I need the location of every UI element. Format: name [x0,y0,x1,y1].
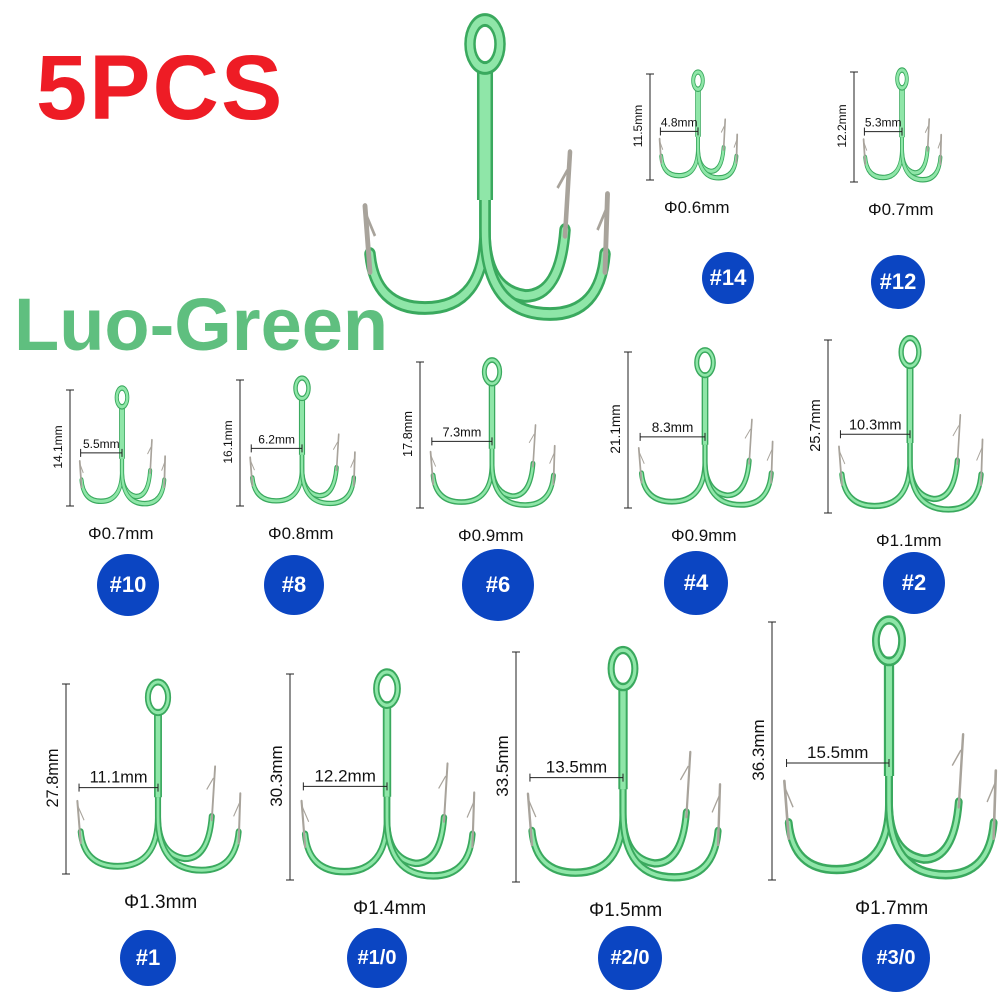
height-measurement-label: 27.8mm [44,748,62,807]
gap-dimension-line [639,432,706,441]
treble-hook-image: 11.1mm 27.8mm [44,678,242,875]
hook-size-badge: #14 [702,252,754,304]
height-measurement-label: 12.2mm [835,104,849,147]
height-dimension-line [624,351,632,509]
treble-hook-image: 6.2mm 16.1mm [221,375,357,507]
gap-dimension-line [659,127,699,136]
gap-dimension-line [786,759,890,767]
height-measurement-label: 36.3mm [749,719,768,780]
treble-hook-image: 15.5mm 36.3mm [749,615,998,881]
height-measurement-label: 11.5mm [631,105,645,147]
gap-dimension-line [250,444,303,453]
gap-measurement-label: 12.2mm [314,766,375,785]
treble-hook-image: 13.5mm 33.5mm [493,645,722,883]
wire-diameter-label: Φ1.1mm [876,531,942,550]
subtitle-luo-green: Luo-Green [14,283,389,366]
hook-size-badge: #8 [264,555,324,615]
gap-measurement-label: 10.3mm [849,417,902,433]
treble-hook-image: 5.5mm 14.1mm [51,385,167,507]
hook-size-badge: #1 [120,930,176,986]
height-dimension-line [286,673,294,881]
gap-measurement-label: 11.1mm [90,769,148,787]
hook-size-badge: #4 [664,551,728,615]
gap-dimension-line [302,782,388,791]
treble-hook-image: 8.3mm 21.1mm [608,347,774,509]
wire-diameter-label: Φ1.5mm [589,900,663,921]
gap-measurement-label: 7.3mm [442,424,481,439]
height-dimension-line [824,339,832,514]
height-dimension-line [416,361,424,509]
height-dimension-line [62,683,70,875]
treble-hook-image: 5.3mm 12.2mm [835,67,943,183]
gap-dimension-line [78,783,159,792]
wire-diameter-label: Φ0.6mm [664,198,730,217]
gap-measurement-label: 8.3mm [652,420,694,435]
gap-dimension-line [431,437,493,446]
headline-5pcs: 5PCS [36,37,285,139]
treble-hook-image: 10.3mm 25.7mm [808,334,984,514]
height-measurement-label: 33.5mm [493,735,512,796]
height-dimension-line [66,389,74,507]
hook-size-badge: #3/0 [862,924,930,992]
hook-size-badge: #2/0 [598,926,662,990]
hero-hook-drawing [362,13,611,321]
treble-hook-image: 12.2mm 30.3mm [267,668,476,881]
gap-dimension-line [863,127,903,136]
height-measurement-label: 21.1mm [608,404,623,453]
hook-size-badge: #1/0 [347,928,407,988]
height-measurement-label: 25.7mm [808,399,824,452]
wire-diameter-label: Φ0.7mm [868,200,934,219]
wire-diameter-label: Φ1.7mm [855,898,929,919]
gap-measurement-label: 5.3mm [865,116,902,130]
gap-measurement-label: 5.5mm [83,437,120,451]
height-dimension-line [646,73,654,181]
gap-measurement-label: 6.2mm [258,432,295,446]
gap-dimension-line [839,430,911,439]
wire-diameter-label: Φ0.9mm [671,526,737,545]
gap-measurement-label: 4.8mm [661,115,698,129]
wire-diameter-label: Φ1.4mm [353,898,427,919]
wire-diameter-label: Φ0.7mm [88,524,154,543]
hook-size-badge: #10 [97,554,159,616]
height-dimension-line [236,379,244,507]
hook-size-badge: #6 [462,549,534,621]
wire-diameter-label: Φ1.3mm [124,892,198,913]
treble-hook-image: 7.3mm 17.8mm [400,357,556,509]
wire-diameter-label: Φ0.9mm [458,526,524,545]
gap-measurement-label: 15.5mm [807,743,868,762]
height-dimension-line [512,651,520,883]
treble-hook-image: 4.8mm 11.5mm [631,69,739,181]
wire-diameter-label: Φ0.8mm [268,524,334,543]
gap-measurement-label: 13.5mm [546,758,607,777]
hook-size-badge: #2 [883,552,945,614]
gap-dimension-line [80,448,123,457]
height-dimension-line [768,621,776,881]
height-measurement-label: 17.8mm [400,411,415,457]
height-measurement-label: 14.1mm [51,425,65,468]
hook-size-badge: #12 [871,255,925,309]
height-measurement-label: 30.3mm [267,745,286,806]
height-measurement-label: 16.1mm [221,420,235,463]
height-dimension-line [850,71,858,183]
gap-dimension-line [529,773,624,782]
hero-treble-hook-image [362,13,611,321]
